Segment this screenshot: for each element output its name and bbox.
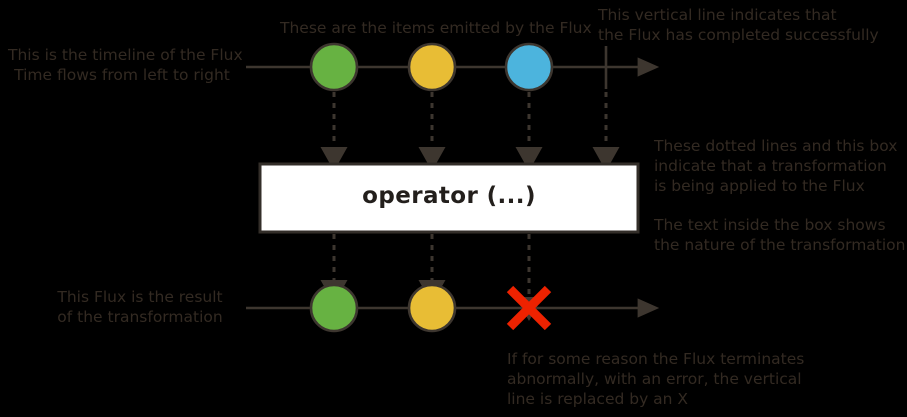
- error-annotation-line-3: line is replaced by an X: [507, 390, 689, 408]
- error-annotation-line-2: abnormally, with an error, the vertical: [507, 370, 802, 388]
- box-text-annotation-line-1: The text inside the box shows: [654, 216, 886, 234]
- completion-annotation-line-1: This vertical line indicates that: [598, 6, 837, 24]
- operator-box: [258, 162, 640, 234]
- transformation-annotation-line-1: These dotted lines and this box: [654, 137, 898, 155]
- marble-yellow-result: [407, 283, 457, 333]
- source-flux-timeline: [246, 42, 660, 92]
- items-annotation-line-1: These are the items emitted by the Flux: [280, 19, 592, 37]
- result-annotation-line-2: of the transformation: [57, 308, 223, 326]
- connectors-out-of-operator: [320, 234, 543, 321]
- connectors-into-operator: [320, 92, 620, 171]
- items-annotation: These are the items emitted by the Flux: [280, 18, 592, 38]
- timeline-annotation-line-2: Time flows from left to right: [14, 66, 230, 84]
- error-annotation: If for some reason the Flux terminates ab…: [507, 349, 907, 409]
- box-text-annotation: The text inside the box shows the nature …: [654, 215, 907, 255]
- error-x-marker: [506, 285, 552, 331]
- marble-green-result: [309, 283, 359, 333]
- result-annotation: This Flux is the result of the transforma…: [44, 287, 236, 327]
- completion-annotation: This vertical line indicates that the Flu…: [598, 5, 903, 45]
- error-annotation-line-1: If for some reason the Flux terminates: [507, 350, 805, 368]
- completion-annotation-line-2: the Flux has completed successfully: [598, 26, 879, 44]
- operator-label: operator (...): [362, 183, 536, 209]
- marble-green-source: [309, 42, 359, 92]
- transformation-annotation-line-3: is being applied to the Flux: [654, 177, 865, 195]
- marble-yellow-source: [407, 42, 457, 92]
- transformation-annotation: These dotted lines and this box indicate …: [654, 136, 907, 196]
- timeline-annotation-line-1: This is the timeline of the Flux: [8, 46, 243, 64]
- marble-blue-source: [504, 42, 554, 92]
- box-text-annotation-line-2: the nature of the transformation: [654, 236, 906, 254]
- transformation-annotation-line-2: indicate that a transformation: [654, 157, 887, 175]
- result-annotation-line-1: This Flux is the result: [57, 288, 223, 306]
- result-flux-timeline: [246, 283, 660, 333]
